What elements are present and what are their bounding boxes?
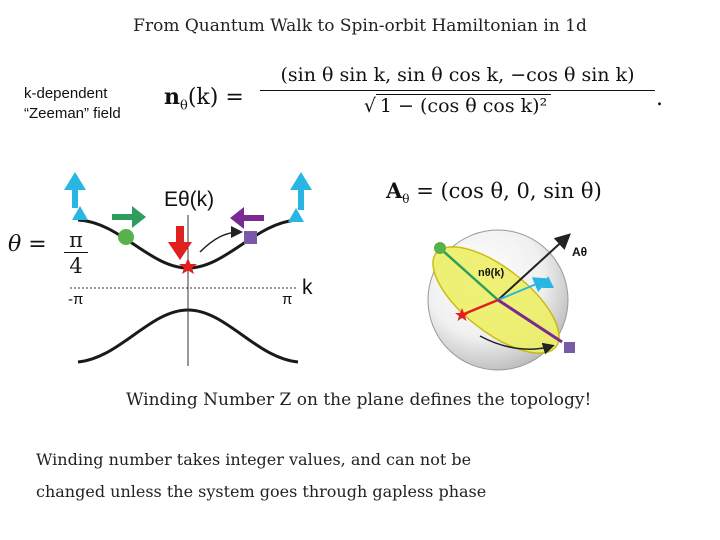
- k-axis-label: k: [302, 276, 313, 299]
- winding-number-statement: Winding Number Z on the plane defines th…: [126, 390, 592, 410]
- red-down-arrow-icon: [168, 226, 192, 260]
- theta-numerator: π: [64, 228, 88, 253]
- explanation-line-2: changed unless the system goes through g…: [36, 482, 487, 501]
- theta-value-fraction: π 4: [64, 228, 88, 279]
- n-equation-fraction: (sin θ sin k, sin θ cos k, −cos θ sin k)…: [260, 64, 655, 117]
- band-structure-diagram: Eθ(k) k -π π: [64, 172, 313, 366]
- cyan-triangle-icon: [288, 208, 304, 222]
- n-argument: (k) =: [187, 85, 244, 110]
- purple-square-icon: [244, 231, 257, 244]
- a-theta-vector: [497, 233, 571, 301]
- a-theta-label: Aθ: [572, 245, 587, 259]
- n-equation-period: .: [656, 86, 663, 111]
- cyan-triangle-icon: [72, 206, 88, 220]
- side-label-line-2: “Zeeman” field: [24, 105, 121, 122]
- slide-title: From Quantum Walk to Spin-orbit Hamilton…: [133, 16, 587, 36]
- a-symbol: A: [386, 178, 403, 203]
- n-vector-green: [441, 249, 499, 301]
- rotation-arrow: [479, 335, 555, 355]
- n-subscript: θ: [180, 98, 188, 114]
- zeeman-field-label: k-dependent “Zeeman” field: [24, 84, 121, 124]
- side-label-line-1: k-dependent: [24, 85, 108, 102]
- right-tick-label: π: [282, 291, 292, 308]
- purple-square-icon: [564, 342, 575, 353]
- theta-denominator: 4: [69, 254, 83, 278]
- a-theta-equation: Aθ = (cos θ, 0, sin θ): [386, 178, 602, 206]
- green-right-arrow-icon: [112, 206, 146, 228]
- a-subscript: θ: [402, 192, 410, 207]
- cyan-up-arrow-icon: [64, 172, 86, 208]
- n-vector-cyan: [497, 277, 550, 301]
- n-theta-label: nθ(k): [478, 267, 504, 279]
- cyan-triangle-icon: [542, 276, 554, 288]
- green-circle-icon: [434, 242, 446, 254]
- theta-lhs: θ =: [8, 232, 47, 257]
- purple-left-arrow-icon: [230, 207, 264, 229]
- sqrt-symbol: √: [363, 95, 376, 117]
- n-symbol: n: [164, 84, 180, 110]
- n-equation-numerator: (sin θ sin k, sin θ cos k, −cos θ sin k): [260, 64, 655, 91]
- n-equation-radicand: 1 − (cos θ cos k)²: [375, 94, 552, 117]
- a-equation-rhs: = (cos θ, 0, sin θ): [409, 179, 602, 203]
- trajectory-arrow: [199, 226, 243, 253]
- energy-label: Eθ(k): [164, 188, 214, 211]
- red-star-icon: [455, 308, 469, 321]
- green-circle-icon: [118, 229, 134, 245]
- n-vector-red: [463, 298, 499, 316]
- explanation-text: Winding number takes integer values, and…: [36, 444, 486, 508]
- cyan-up-arrow-icon: [290, 172, 312, 210]
- n-equation-denominator: √1 − (cos θ cos k)²: [260, 91, 655, 117]
- n-equation-lhs: nθ(k) =: [164, 84, 244, 113]
- left-tick-label: -π: [68, 291, 83, 308]
- n-theta-equation: nθ(k) = (sin θ sin k, sin θ cos k, −cos …: [164, 64, 674, 140]
- red-star-icon: [179, 258, 197, 274]
- sphere-diagram: Aθ nθ(k): [427, 229, 587, 371]
- explanation-line-1: Winding number takes integer values, and…: [36, 450, 472, 469]
- n-vector-purple: [497, 298, 563, 344]
